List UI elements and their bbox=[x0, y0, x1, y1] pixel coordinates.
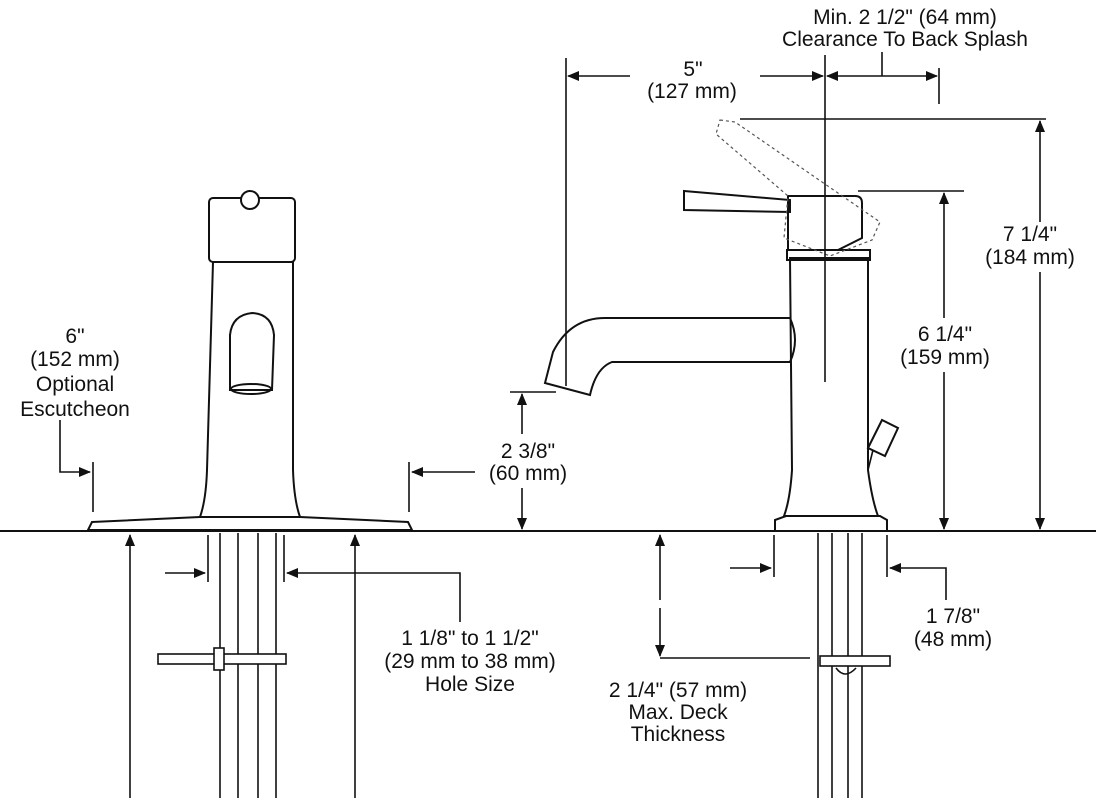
base-width-label-1: 1 7/8" bbox=[926, 605, 980, 628]
base-width-label-2: (48 mm) bbox=[914, 628, 992, 651]
escutcheon-label-4: Escutcheon bbox=[20, 398, 130, 421]
escutcheon-label-2: (152 mm) bbox=[30, 348, 120, 371]
escutcheon-label-1: 6" bbox=[65, 325, 84, 348]
side-mount-nut bbox=[835, 667, 857, 675]
total-height-label-2: (184 mm) bbox=[985, 246, 1075, 269]
handle-height-label-1: 6 1/4" bbox=[918, 323, 972, 346]
reach-label-1: 5" bbox=[683, 58, 702, 81]
side-body bbox=[782, 257, 880, 517]
spout-height-label-2: (60 mm) bbox=[489, 462, 567, 485]
reach-label-2: (127 mm) bbox=[647, 80, 737, 103]
spout-height-label-1: 2 3/8" bbox=[501, 440, 555, 463]
deck-thickness-label-3: Thickness bbox=[631, 723, 726, 746]
front-body bbox=[198, 261, 302, 518]
clearance-label-2: Clearance To Back Splash bbox=[782, 28, 1028, 51]
drain-rod bbox=[866, 418, 900, 458]
side-view-faucet bbox=[543, 119, 900, 798]
side-mount-bracket bbox=[819, 655, 891, 667]
front-spout bbox=[229, 311, 276, 391]
side-handle-head bbox=[787, 195, 863, 251]
handle-height-label-2: (159 mm) bbox=[900, 346, 990, 369]
deck-thickness-label-1: 2 1/4" (57 mm) bbox=[609, 679, 747, 702]
clearance-label-1: Min. 2 1/2" (64 mm) bbox=[813, 6, 997, 29]
side-spout bbox=[543, 317, 790, 397]
hole-size-label-1: 1 1/8" to 1 1/2" bbox=[401, 627, 539, 650]
total-height-label-1: 7 1/4" bbox=[1003, 223, 1057, 246]
dimension-labels: Min. 2 1/2" (64 mm) Clearance To Back Sp… bbox=[20, 6, 1075, 746]
hole-arrow-right bbox=[286, 568, 461, 622]
side-spout-end bbox=[789, 317, 796, 363]
side-base bbox=[774, 515, 888, 530]
escutcheon-arrow-left bbox=[59, 420, 91, 477]
hole-size-label-2: (29 mm to 38 mm) bbox=[384, 650, 556, 673]
front-view-faucet bbox=[86, 190, 414, 798]
dimension-lines bbox=[59, 52, 1046, 798]
front-knob bbox=[240, 190, 260, 210]
base-arrow-right bbox=[889, 563, 947, 600]
side-handle-lever bbox=[683, 189, 791, 214]
drain-rod-stem bbox=[867, 449, 874, 471]
front-aerator bbox=[230, 383, 272, 395]
hole-size-label-3: Hole Size bbox=[425, 673, 515, 696]
front-mount-nut bbox=[213, 647, 225, 671]
raised-handle-outline bbox=[715, 119, 881, 257]
escutcheon-plate bbox=[86, 516, 414, 531]
deck-thickness-label-2: Max. Deck bbox=[628, 701, 728, 724]
escutcheon-label-3: Optional bbox=[36, 373, 114, 396]
